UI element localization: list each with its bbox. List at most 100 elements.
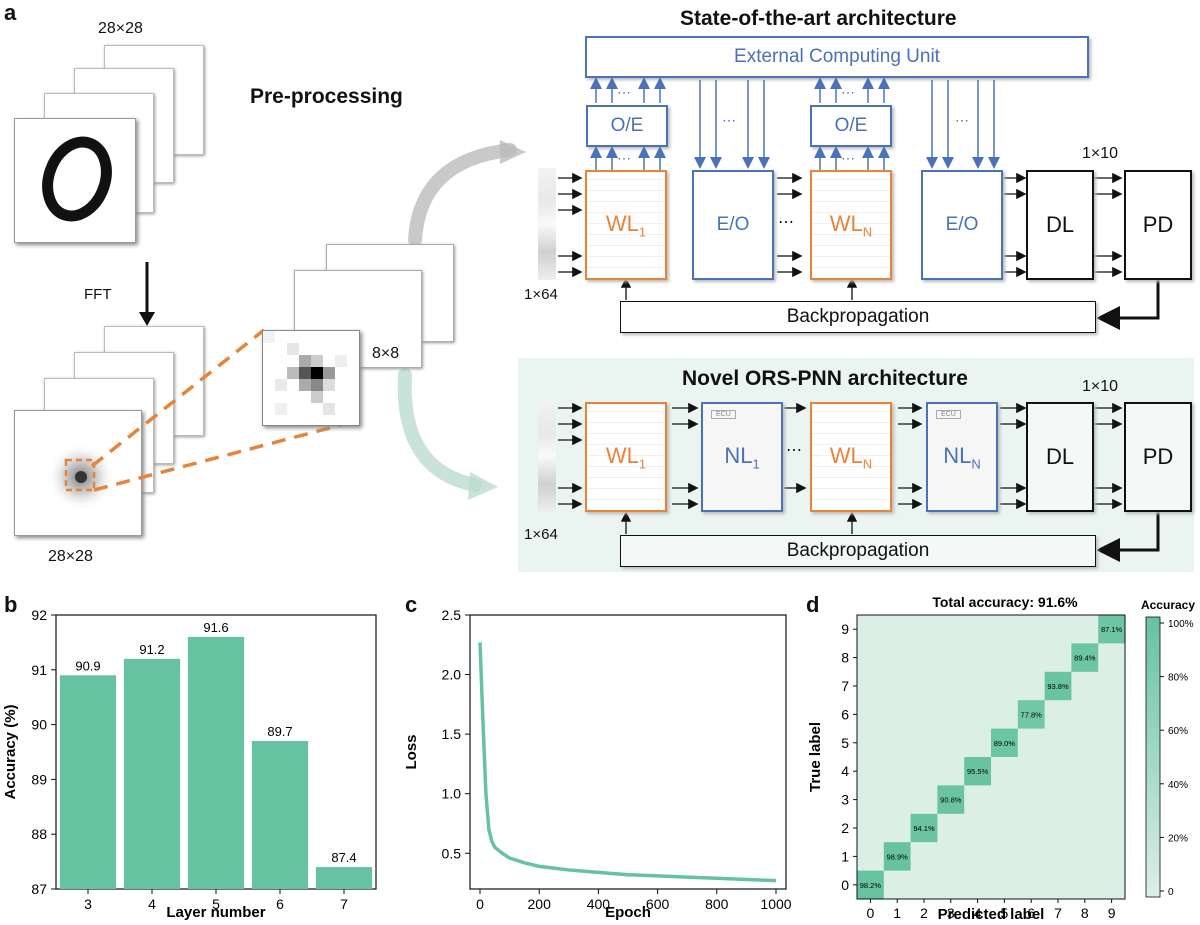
weight-layer-n-novel: WLN: [810, 402, 892, 512]
wl1-subscript: 1: [638, 224, 647, 240]
dl-block-sota: DL: [1026, 170, 1094, 280]
chart-c-ylabel: Loss: [403, 734, 420, 769]
dots-oe1-top: ⋯: [617, 84, 631, 100]
dl-label-sota: DL: [1045, 212, 1075, 237]
xtick-label: 6: [1027, 905, 1035, 921]
nln-label: NL: [943, 442, 972, 468]
fft-size-label: 28×28: [48, 548, 93, 565]
xtick-label: 1000: [760, 896, 791, 912]
diag-cell-label: 98.9%: [887, 852, 909, 861]
oe-converter-1: O/E: [586, 105, 668, 147]
ytick-label: 1.0: [442, 786, 462, 802]
chart-c-xlabel: Epoch: [605, 904, 651, 921]
diag-cell-1: [883, 842, 911, 871]
diag-cell-8: [1071, 643, 1099, 672]
dots-middle-sota: ⋯: [778, 214, 794, 231]
nl1-subscript: 1: [752, 456, 760, 472]
dots-oe2-top: ⋯: [841, 84, 855, 100]
ytick-label: 1: [841, 848, 849, 864]
chart-b-ylabel: Accuracy (%): [2, 704, 19, 799]
colorbar-tick-label: 60%: [1168, 726, 1188, 737]
xtick-label: 600: [646, 896, 670, 912]
xtick-label: 0: [867, 905, 875, 921]
chart-d-title: Total accuracy: 91.6%: [932, 595, 1078, 610]
weight-layer-n-sota: WLN: [810, 170, 892, 280]
bar-value-label: 91.2: [139, 642, 164, 657]
xtick-label: 4: [148, 896, 156, 912]
diag-cell-0: [857, 870, 884, 899]
diag-cell-label: 89.4%: [1074, 654, 1096, 663]
output-size-sota: 1×10: [1082, 145, 1119, 162]
diag-cell-3: [937, 785, 965, 814]
fft-label: FFT: [84, 286, 112, 303]
chart-d-xlabel: Predicted label: [938, 906, 1045, 923]
ytick-label: 1.5: [442, 726, 462, 742]
ytick-label: 0.5: [442, 845, 462, 861]
dl-block-novel: DL: [1026, 402, 1094, 512]
ytick-label: 89: [31, 771, 47, 787]
xtick-label: 7: [1054, 905, 1062, 921]
fft-arrow: [139, 262, 155, 326]
input-size-label: 28×28: [98, 20, 143, 37]
dots-oe1-bottom: ⋯: [617, 150, 631, 166]
xtick-label: 400: [587, 896, 611, 912]
bar-7: [315, 867, 373, 889]
diag-cell-label: 95.5%: [967, 767, 989, 776]
weight-layer-1-sota: WL1: [585, 170, 667, 280]
xtick-label: 2: [920, 905, 928, 921]
colorbar-tick-label: 0: [1168, 887, 1174, 898]
wln-subscript: N: [862, 224, 873, 240]
bar-value-label: 89.7: [267, 724, 292, 739]
ytick-label: 90: [31, 717, 47, 733]
xtick-label: 4: [974, 905, 982, 921]
pd-label-novel: PD: [1142, 444, 1174, 469]
xtick-label: 9: [1108, 905, 1116, 921]
output-size-novel: 1×10: [1082, 378, 1119, 395]
curved-arrow-top: [408, 143, 517, 247]
nonlinear-layer-n: ECU NLN: [926, 402, 998, 512]
wl1-subscript-novel: 1: [638, 456, 647, 472]
diag-cell-7: [1044, 671, 1072, 701]
backpropagation-bar-sota: Backpropagation: [620, 301, 1096, 333]
input-size-sota: 1×64: [524, 286, 558, 303]
ecu-label: External Computing Unit: [734, 46, 940, 67]
ytick-label: 87: [31, 881, 47, 897]
panel-label-d: d: [806, 592, 820, 617]
patch-8x8-image: [262, 330, 360, 426]
xtick-label: 200: [528, 896, 552, 912]
panel-label-b: b: [4, 592, 18, 617]
dots-oe2-bottom: ⋯: [841, 150, 855, 166]
wln-subscript-novel: N: [862, 456, 873, 472]
colorbar: [1145, 616, 1161, 898]
input-size-novel: 1×64: [524, 526, 558, 543]
dots-middle-novel: ⋯: [786, 442, 802, 459]
bar-3: [59, 675, 117, 889]
wl1-label-novel: WL: [605, 442, 639, 468]
bar-4: [123, 658, 181, 889]
nl1-label: NL: [724, 442, 753, 468]
ecu-small-1: ECU: [711, 410, 736, 419]
ytick-label: 92: [31, 607, 47, 623]
bar-5: [187, 636, 245, 889]
backprop-label-sota: Backpropagation: [786, 306, 930, 327]
eo-converter-1: E/O: [692, 170, 774, 280]
xtick-label: 1: [893, 905, 901, 921]
wln-label: WL: [829, 210, 863, 236]
chart-d-ylabel: True label: [807, 722, 824, 792]
ytick-label: 6: [841, 706, 849, 722]
patch-size-label: 8×8: [372, 345, 400, 362]
diag-cell-label: 93.8%: [1047, 682, 1069, 691]
wln-label-novel: WL: [829, 442, 863, 468]
xtick-label: 0: [476, 896, 484, 912]
bar-6: [251, 741, 309, 889]
pd-block-novel: PD: [1124, 402, 1192, 512]
diag-cell-5: [991, 728, 1018, 757]
diag-cell-label: 90.8%: [940, 796, 962, 805]
ytick-label: 7: [841, 678, 849, 694]
oe-label-2: O/E: [834, 115, 868, 136]
ytick-label: 5: [841, 735, 849, 751]
